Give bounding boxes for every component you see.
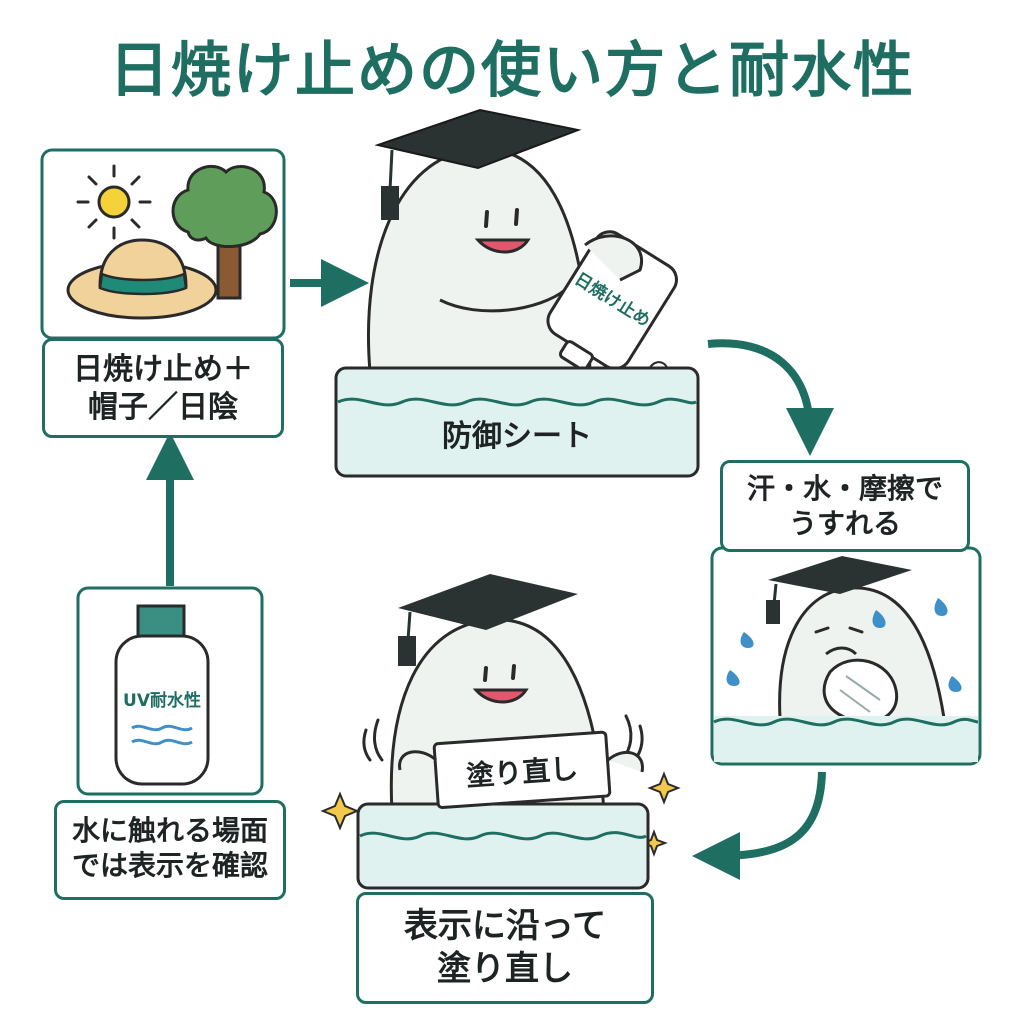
barrier-scene: 日焼け止め — [334, 108, 700, 478]
combine-label-box: 日焼け止め＋ 帽子／日陰 — [42, 338, 284, 438]
combine-line2: 帽子／日陰 — [88, 389, 238, 425]
sun-hat-tree-panel — [40, 148, 286, 340]
water-droplets-icon — [726, 598, 962, 692]
wear-label-box: 汗・水・摩擦で うすれる — [720, 460, 970, 552]
sun-icon — [76, 164, 152, 240]
graduation-cap-icon — [374, 108, 582, 220]
graduation-cap-icon — [398, 574, 578, 666]
uv-bottle-panel: UV耐水性 — [76, 586, 264, 796]
graduation-cap-icon — [766, 556, 912, 624]
check-label-box: 水に触れる場面 では表示を確認 — [54, 800, 286, 900]
uv-bottle-label: UV耐水性 — [123, 690, 201, 711]
combine-line1: 日焼け止め＋ — [73, 352, 253, 387]
wear-scene — [710, 546, 982, 766]
barrier-label: 防御シート — [442, 419, 592, 454]
arrow-to-wear — [707, 339, 834, 456]
page-title: 日焼け止めの使い方と耐水性 — [109, 36, 915, 106]
check-line1: 水に触れる場面 — [71, 814, 268, 847]
sunscreen-bottle-icon: 日焼け止め — [546, 230, 678, 372]
arrow-to-reapply — [692, 771, 826, 880]
hat-icon — [66, 238, 218, 320]
reapply-label-box: 表示に沿って 塗り直し — [356, 892, 654, 1004]
tree-icon — [171, 164, 278, 300]
worried-face — [814, 626, 864, 656]
face — [474, 208, 531, 254]
sparkle-icon — [320, 771, 681, 857]
check-line2: では表示を確認 — [71, 849, 268, 882]
reapply-sign-text: 塗り直し — [465, 752, 579, 793]
face — [472, 664, 529, 704]
uv-bottle-icon: UV耐水性 — [114, 604, 210, 786]
reapply-scene: 塗り直し — [320, 574, 681, 890]
reapply-sign: 塗り直し — [432, 730, 612, 810]
reapply-line2: 塗り直し — [437, 948, 573, 989]
towel-icon — [822, 658, 899, 724]
reapply-line1: 表示に沿って — [403, 906, 607, 946]
wear-line2: うすれる — [788, 507, 901, 540]
wear-line1: 汗・水・摩擦で — [746, 472, 943, 505]
